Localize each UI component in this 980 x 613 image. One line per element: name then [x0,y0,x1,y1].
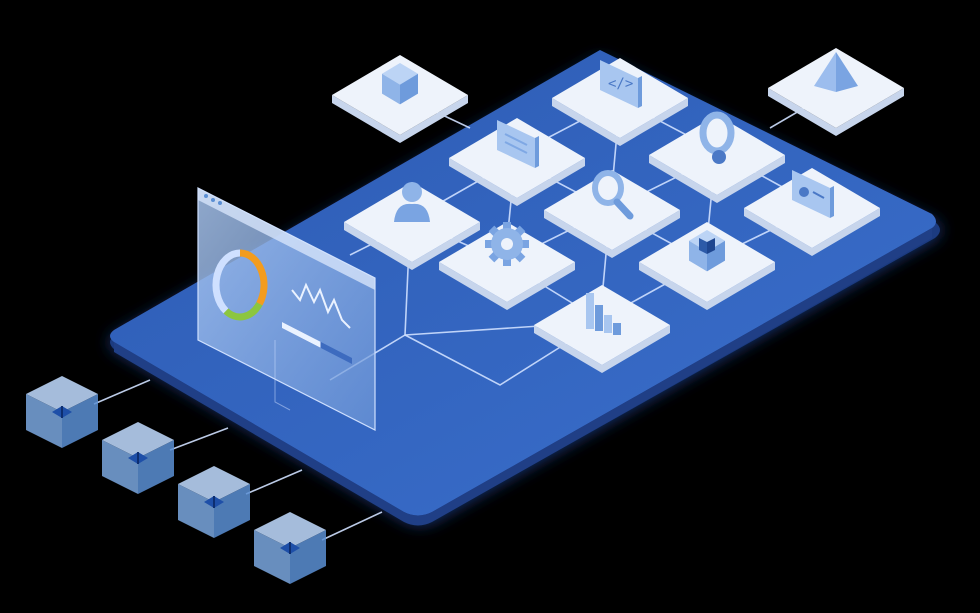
tile [439,222,575,310]
bar-chart-icon [586,293,621,335]
tile [534,285,670,373]
user-icon [394,182,430,222]
code-window-icon: </> [600,60,642,108]
tile [449,118,585,206]
gear-icon [485,222,529,266]
tile [768,48,904,136]
pyramid-icon [814,52,858,92]
cube-icon [382,63,418,105]
donut-segment [223,301,263,321]
side-cubes [26,376,383,584]
ring-gear-icon [699,111,735,164]
line-wave [291,282,351,329]
tile [744,168,880,256]
node-cube-icon [102,422,229,494]
tile [649,111,785,203]
progress-bar [282,322,352,364]
tile [544,170,680,258]
tile [332,55,468,143]
tile [344,182,480,270]
dashboard-panel [197,187,376,431]
tile: </> [552,58,688,146]
document-icon [497,120,539,168]
donut-segment [239,249,268,306]
container-cube-icon [689,230,725,272]
donut-segment [212,249,241,314]
node-cube-icon [26,376,151,448]
donut-chart [212,249,268,321]
magnifier-icon [592,170,634,220]
node-cube-icon [178,466,303,538]
id-card-icon [792,170,834,218]
tiles-group: </> [332,48,904,373]
tile [639,222,775,310]
node-cube-icon [254,511,383,584]
svg-text:</>: </> [608,76,633,92]
